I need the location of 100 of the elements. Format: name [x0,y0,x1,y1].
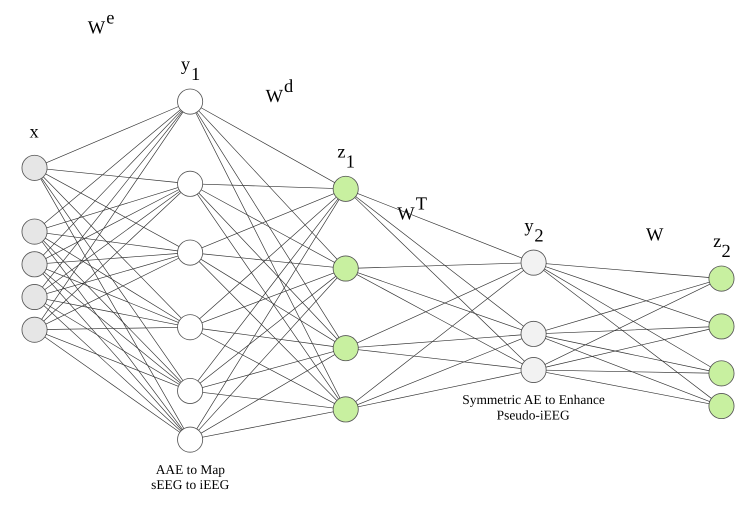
node-circle [520,357,547,383]
connector [358,334,522,348]
connector [355,196,524,326]
connector [202,412,334,438]
connector [546,326,709,334]
node-circle [708,393,734,420]
connector [198,110,338,260]
connector [200,276,336,384]
connector [196,199,340,430]
connector [42,273,182,430]
connector [45,238,180,321]
label: x [29,121,39,142]
connector [358,349,522,369]
node-circle [177,170,204,197]
node-circle [332,176,359,202]
connector [45,189,180,259]
connector [41,112,184,320]
connector [196,112,340,398]
connector [202,272,334,324]
connector [357,193,522,258]
connector [46,256,178,294]
connector [200,354,335,434]
connector [545,266,710,323]
connector [545,338,710,402]
label: W [646,224,664,244]
connector [546,336,710,372]
node-circle [708,266,734,292]
node-circle [177,378,204,404]
connector [42,111,183,288]
connector [544,284,710,365]
node-circle [22,251,48,278]
connector [546,372,710,404]
label: Symmetric AE to Enhance Pseudo-iEEG [462,392,605,422]
node-circle [22,316,48,343]
node-circle [22,218,48,245]
connector [201,193,334,248]
connector [46,187,178,228]
node-circle [708,360,734,386]
connector [46,168,178,183]
node-circle [332,335,359,362]
connector [543,270,712,399]
node-circle [22,154,48,181]
connector [358,372,522,408]
connector [355,270,524,402]
connector [46,299,178,326]
node-circle [332,256,359,282]
connector [356,268,522,344]
connector [546,263,710,278]
node-circle [177,88,204,115]
label: AAE to Map sEEG to iEEG [151,462,230,492]
connector [358,262,522,268]
connector [196,112,340,338]
connector [354,197,525,362]
connector [44,272,180,384]
connector [198,261,337,401]
connector [202,254,334,268]
connector [357,272,522,330]
connector [357,338,522,406]
connector [44,336,180,433]
connector [46,334,179,387]
connector [198,278,338,430]
connector [356,274,523,364]
connector [43,240,182,382]
connector [42,242,183,430]
connector [546,282,710,331]
connector [546,328,710,368]
connector [44,305,182,432]
node-circle [177,240,204,266]
node-circle [708,313,734,340]
connector [43,110,182,256]
node-circle [520,250,547,276]
connector [200,190,335,263]
connector [46,258,179,324]
connector [544,268,711,368]
connector [202,351,334,388]
connector [44,191,180,290]
connector [46,253,178,264]
connector [200,108,335,183]
connector [46,327,178,330]
connector [44,109,181,224]
connector [202,392,334,408]
connector [46,106,179,164]
connector [46,232,178,252]
node-circle [177,426,204,453]
connector [202,184,334,189]
connector [46,268,179,323]
node-circle [22,284,48,310]
connector [199,197,336,320]
node-circle [332,396,359,422]
node-circle [520,320,547,347]
connector [45,303,180,385]
connector [200,258,336,342]
connector [200,332,335,404]
node-circle [177,314,204,340]
connector [546,370,709,374]
connector [202,328,334,347]
connector [198,192,338,340]
connector [45,174,180,247]
connector [42,178,184,381]
connector [40,178,184,429]
